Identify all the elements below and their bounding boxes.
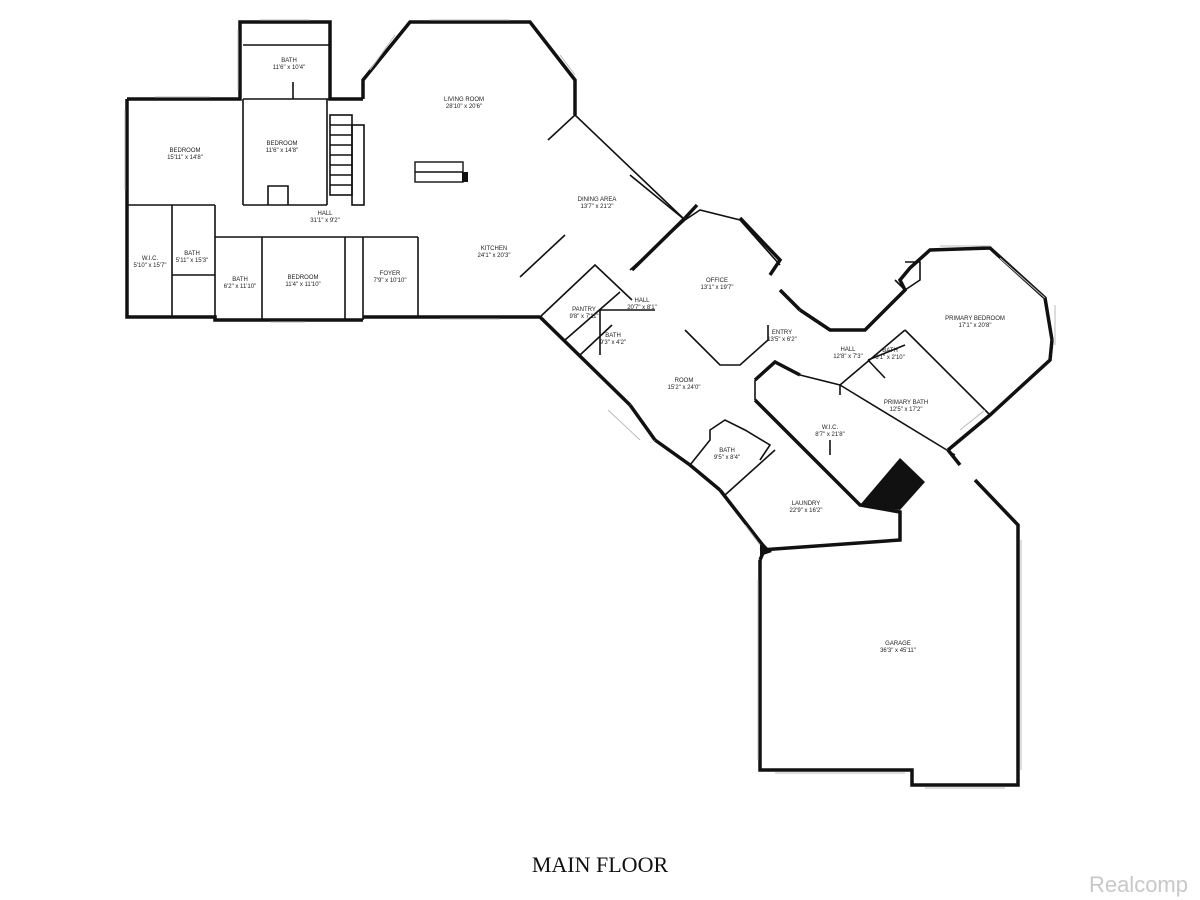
- room-dims: 36'3" x 45'11": [880, 648, 916, 654]
- room-dims: 31'1" x 9'2": [310, 218, 340, 224]
- room-name: ROOM: [675, 378, 694, 384]
- room-name: HALL: [840, 347, 856, 353]
- walls-garage: [758, 448, 1022, 789]
- room-dims: 6'2" x 11'10": [224, 284, 256, 290]
- room-name: PRIMARY BEDROOM: [945, 316, 1005, 322]
- room-dims: 28'10" x 20'6": [446, 104, 482, 110]
- room-name: BATH: [605, 333, 621, 339]
- room-name: W.I.C.: [822, 425, 839, 431]
- walls-right-wing: [799, 246, 1054, 456]
- room-dims: 13'7" x 21'2": [581, 204, 614, 210]
- room-name: LAUNDRY: [792, 501, 821, 507]
- room-dims: 17'1" x 20'8": [959, 323, 992, 329]
- room-name: BEDROOM: [287, 275, 318, 281]
- windows: [124, 19, 1056, 760]
- room-dims: 13'5" x 6'2": [767, 337, 797, 343]
- room-dims: 24'1" x 20'3": [478, 253, 511, 259]
- room-name: BATH: [281, 58, 297, 64]
- floor-title: MAIN FLOOR: [531, 852, 669, 877]
- room-name: HALL: [317, 211, 333, 217]
- room-dims: 15'11" x 14'8": [167, 155, 203, 161]
- room-name: HALL: [634, 298, 650, 304]
- room-name: BEDROOM: [169, 148, 200, 154]
- room-name: BATH: [184, 251, 200, 257]
- room-dims: 5'11" x 15'3": [176, 258, 208, 264]
- room-dims: 11'6" x 14'8": [266, 148, 298, 154]
- room-dims: 22'9" x 16'2": [790, 508, 823, 514]
- room-name: FOYER: [380, 271, 401, 277]
- room-dims: 12'5" x 17'2": [890, 407, 923, 413]
- room-name: BATH: [882, 348, 898, 354]
- room-name: LIVING ROOM: [444, 97, 484, 103]
- room-dims: 9'8" x 7'11": [569, 314, 598, 320]
- room-name: DINING AREA: [578, 197, 617, 203]
- room-name: BATH: [719, 448, 735, 454]
- room-dims: 8'7" x 21'8": [815, 432, 845, 438]
- room-dims: 5'10" x 15'7": [134, 263, 167, 269]
- walls-living: [361, 20, 686, 221]
- realcomp-watermark: Realcomp: [1088, 872, 1188, 897]
- room-dims: 7'9" x 10'10": [374, 278, 407, 284]
- room-name: W.I.C.: [142, 256, 159, 262]
- room-name: GARAGE: [885, 641, 911, 647]
- room-name: KITCHEN: [481, 246, 507, 252]
- walls-left-wing: [125, 20, 540, 322]
- svg-text:W.I.C.8'7" x 21'8": W.I.C.8'7" x 21'8": [815, 425, 845, 438]
- room-name: BATH: [232, 277, 248, 283]
- room-dims: 6'1" x 2'10": [875, 355, 905, 361]
- room-dims: 13'1" x 19'7": [701, 285, 734, 291]
- room-name: PRIMARY BATH: [884, 400, 928, 406]
- room-name: BEDROOM: [266, 141, 297, 147]
- room-dims: 9'5" x 8'4": [714, 455, 740, 461]
- room-dims: 20'7" x 8'1": [627, 305, 657, 311]
- room-name: ENTRY: [772, 330, 792, 336]
- room-name: OFFICE: [706, 278, 728, 284]
- room-dims: 15'2" x 24'0": [668, 385, 701, 391]
- room-name: PANTRY: [572, 307, 596, 313]
- svg-text:W.I.C.5'10" x 15'7": W.I.C.5'10" x 15'7": [134, 256, 167, 269]
- room-dims: 11'4" x 11'10": [285, 282, 320, 288]
- room-dims: 12'8" x 7'3": [833, 354, 863, 360]
- room-dims: 9'3" x 4'2": [600, 340, 626, 346]
- room-dims: 11'6" x 10'4": [273, 65, 305, 71]
- walls-center: [519, 174, 925, 561]
